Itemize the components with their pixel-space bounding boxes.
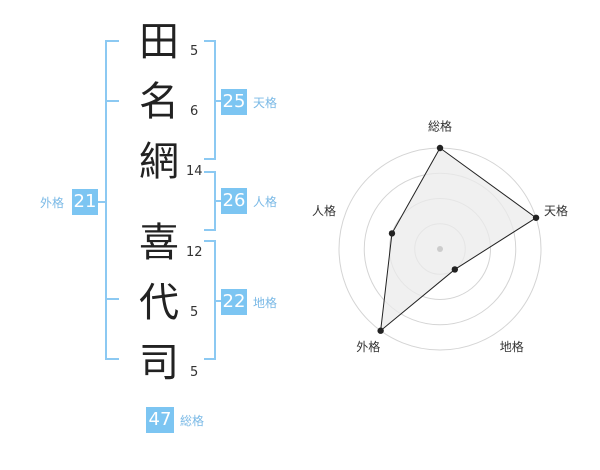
gaikaku-label: 外格 bbox=[40, 196, 65, 210]
name-char-6: 司 bbox=[139, 340, 179, 386]
name-char-2: 名 bbox=[139, 79, 179, 125]
radar-point-2 bbox=[532, 214, 540, 221]
jinkaku-value: 26 bbox=[221, 188, 247, 214]
name-char-5: 代 bbox=[139, 280, 179, 326]
radar-point-5 bbox=[388, 230, 396, 237]
stroke-count-1: 5 bbox=[190, 44, 199, 59]
stroke-count-4: 12 bbox=[186, 245, 203, 260]
soukaku-label: 総格 bbox=[180, 414, 205, 428]
stroke-count-2: 6 bbox=[190, 104, 199, 119]
radar-axis-label-3: 地格 bbox=[500, 339, 524, 354]
radar-point-1 bbox=[436, 144, 444, 152]
jinkaku-label: 人格 bbox=[253, 195, 278, 209]
soukaku-value: 47 bbox=[146, 407, 174, 433]
radar-point-4 bbox=[377, 327, 384, 334]
name-char-1: 田 bbox=[139, 19, 179, 65]
radar-axis-label-5: 人格 bbox=[312, 203, 336, 218]
stroke-count-6: 5 bbox=[190, 365, 199, 380]
radar-area bbox=[379, 147, 537, 332]
gaikaku-value: 21 bbox=[72, 189, 98, 215]
name-char-3: 網 bbox=[139, 139, 179, 185]
radar-axis-label-4: 外格 bbox=[356, 339, 380, 354]
chikaku-label: 地格 bbox=[253, 296, 278, 310]
stroke-count-5: 5 bbox=[190, 305, 199, 320]
radar-axis-label-1: 総格 bbox=[428, 119, 452, 134]
radar-axis-label-2: 天格 bbox=[544, 203, 568, 218]
tenkaku-value: 25 bbox=[221, 89, 247, 115]
tenkaku-label: 天格 bbox=[253, 96, 278, 110]
name-char-4: 喜 bbox=[139, 220, 179, 266]
stroke-count-3: 14 bbox=[186, 164, 203, 179]
chikaku-value: 22 bbox=[221, 289, 247, 315]
radar-point-3 bbox=[451, 266, 459, 273]
radar-center-dot bbox=[437, 246, 443, 252]
